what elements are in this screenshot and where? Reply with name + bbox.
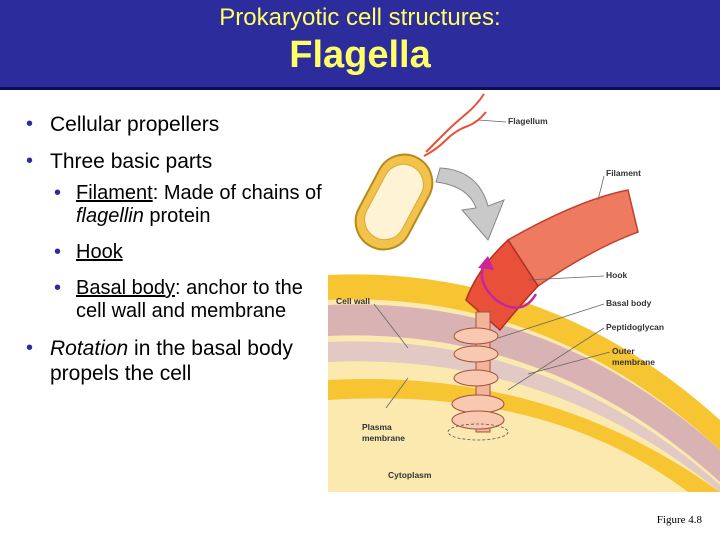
- label-plasma-membrane-2: membrane: [362, 433, 405, 443]
- basal-ring: [451, 394, 505, 414]
- sub-bullet-text: : anchor to the cell wall and membrane: [76, 277, 303, 322]
- inner-yellow-band: [328, 378, 720, 492]
- peptidoglycan-band: [328, 304, 720, 482]
- bullet-rotation: Rotation in the basal body propels the c…: [22, 336, 322, 386]
- bacterium-inner: [364, 163, 424, 241]
- sub-bullet-basal-body: Basal body: anchor to the cell wall and …: [50, 277, 322, 323]
- small-flagellum: [423, 111, 487, 157]
- flagellum-figure: Flagellum Filament Hook Basal body Pepti…: [328, 93, 720, 492]
- bullet-text: Cellular propellers: [50, 113, 220, 136]
- filament-leader: [597, 175, 605, 201]
- bullet-list: Cellular propellers Three basic parts Fi…: [22, 112, 322, 398]
- basal-ring: [451, 410, 505, 430]
- term-filament: Filament: [76, 182, 153, 204]
- term-hook: Hook: [76, 241, 123, 263]
- label-cytoplasm: Cytoplasm: [388, 470, 432, 480]
- term-rotation: Rotation: [50, 337, 129, 360]
- hook-leader: [527, 275, 605, 281]
- sub-bullet-text: : Made of chains of: [152, 182, 322, 204]
- bullet-three-parts: Three basic parts Filament: Made of chai…: [22, 149, 322, 323]
- rotation-arrowhead: [478, 256, 494, 270]
- slide-title-line1: Prokaryotic cell structures:: [219, 4, 501, 31]
- bullet-cellular-propellers: Cellular propellers: [22, 112, 322, 137]
- sub-bullet-list: Filament: Made of chains of flagellin pr…: [50, 182, 322, 323]
- bullet-text: in the basal body propels the cell: [50, 337, 293, 385]
- label-hook: Hook: [606, 270, 628, 280]
- bullet-text: Three basic parts: [50, 150, 213, 173]
- sub-bullet-hook: Hook: [50, 241, 322, 264]
- plasma-membrane-leader: [385, 377, 409, 409]
- label-filament: Filament: [606, 168, 641, 178]
- label-plasma-membrane-1: Plasma: [362, 422, 392, 432]
- figure-caption: Figure 4.8: [656, 514, 702, 526]
- zoom-arrow: [435, 167, 505, 241]
- outer-membrane-leader: [527, 351, 611, 375]
- sub-bullet-text: protein: [143, 205, 211, 227]
- title-bar: Prokaryotic cell structures: Flagella: [0, 0, 720, 90]
- term-flagellin: flagellin: [76, 205, 144, 227]
- term-basal-body: Basal body: [76, 277, 175, 299]
- basal-body-leader: [497, 303, 605, 339]
- outer-membrane-band: [328, 274, 720, 450]
- label-cell-wall: Cell wall: [336, 296, 370, 306]
- flagellum-leader: [477, 119, 507, 123]
- plasma-membrane-band: [328, 341, 720, 492]
- rotation-arrow: [480, 259, 538, 309]
- cell-wall-leader: [373, 303, 409, 349]
- label-outer-membrane-1: Outer: [612, 346, 635, 356]
- basal-ring: [453, 327, 499, 345]
- filament: [506, 189, 639, 288]
- slide-title-line2: Flagella: [289, 34, 431, 76]
- sub-bullet-filament: Filament: Made of chains of flagellin pr…: [50, 182, 322, 228]
- label-basal-body: Basal body: [606, 298, 652, 308]
- label-outer-membrane-2: membrane: [612, 357, 655, 367]
- peptidoglycan-leader: [507, 327, 605, 391]
- basal-ring: [453, 369, 499, 387]
- label-flagellum: Flagellum: [508, 116, 548, 126]
- small-flagellum: [425, 93, 485, 153]
- basal-ring: [453, 345, 499, 363]
- basal-ring-outline: [447, 423, 509, 441]
- hook: [465, 238, 539, 332]
- label-peptidoglycan: Peptidoglycan: [606, 322, 664, 332]
